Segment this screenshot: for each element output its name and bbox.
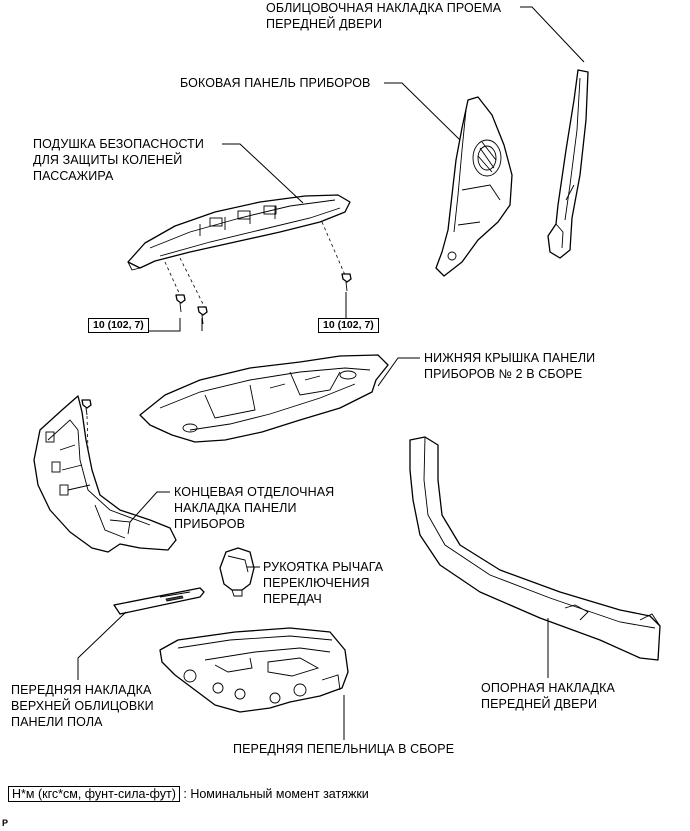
label-line: ПЕРЕДАЧ [263, 592, 322, 606]
label-door-opening-trim: ОБЛИЦОВОЧНАЯ НАКЛАДКА ПРОЕМА ПЕРЕДНЕЙ ДВ… [266, 0, 501, 32]
airbag-bolts [164, 221, 352, 325]
shift-knob-part [219, 547, 255, 597]
torque-legend: Н*м (кгс*см, фунт-сила-фут) : Номинальны… [8, 786, 369, 802]
label-ashtray-assembly: ПЕРЕДНЯЯ ПЕПЕЛЬНИЦА В СБОРЕ [233, 741, 454, 757]
torque-spec-left: 10 (102, 7) [88, 318, 149, 333]
label-lower-cover-no2: НИЖНЯЯ КРЫШКА ПАНЕЛИ ПРИБОРОВ № 2 В СБОР… [424, 350, 595, 382]
lower-cover-no2-part [139, 354, 389, 443]
label-knee-airbag: ПОДУШКА БЕЗОПАСНОСТИ ДЛЯ ЗАЩИТЫ КОЛЕНЕЙ … [33, 136, 204, 184]
label-line: ВЕРХНЕЙ ОБЛИЦОВКИ [11, 699, 154, 713]
footer-code: P [2, 818, 9, 828]
end-trim-clip [81, 399, 92, 451]
ashtray-assembly-part [159, 627, 349, 713]
label-line: НИЖНЯЯ КРЫШКА ПАНЕЛИ [424, 351, 596, 365]
torque-spec-right: 10 (102, 7) [318, 318, 379, 333]
label-line: ПАССАЖИРА [33, 169, 114, 183]
label-front-floor-trim: ПЕРЕДНЯЯ НАКЛАДКА ВЕРХНЕЙ ОБЛИЦОВКИ ПАНЕ… [11, 682, 154, 730]
label-line: ПЕРЕДНЯЯ ПЕПЕЛЬНИЦА В СБОРЕ [233, 742, 455, 756]
label-end-trim-panel: КОНЦЕВАЯ ОТДЕЛОЧНАЯ НАКЛАДКА ПАНЕЛИ ПРИБ… [174, 484, 334, 532]
label-line: ОБЛИЦОВОЧНАЯ НАКЛАДКА ПРОЕМА [266, 1, 502, 15]
label-line: ПЕРЕДНЯЯ НАКЛАДКА [11, 683, 152, 697]
label-line: ПЕРЕДНЕЙ ДВЕРИ [266, 17, 383, 31]
label-door-scuff-plate: ОПОРНАЯ НАКЛАДКА ПЕРЕДНЕЙ ДВЕРИ [481, 680, 615, 712]
instrument-side-panel-part [435, 96, 513, 277]
label-instrument-side-panel: БОКОВАЯ ПАНЕЛЬ ПРИБОРОВ [180, 75, 371, 91]
label-line: ПРИБОРОВ № 2 В СБОРЕ [424, 367, 583, 381]
label-line: ПРИБОРОВ [174, 517, 246, 531]
label-line: КОНЦЕВАЯ ОТДЕЛОЧНАЯ [174, 485, 335, 499]
label-line: ОПОРНАЯ НАКЛАДКА [481, 681, 615, 695]
label-shift-knob: РУКОЯТКА РЫЧАГА ПЕРЕКЛЮЧЕНИЯ ПЕРЕДАЧ [263, 559, 383, 607]
label-line: ПЕРЕКЛЮЧЕНИЯ [263, 576, 370, 590]
end-trim-panel-part [33, 395, 177, 553]
label-line: БОКОВАЯ ПАНЕЛЬ ПРИБОРОВ [180, 76, 371, 90]
label-line: ПЕРЕДНЕЙ ДВЕРИ [481, 697, 598, 711]
legend-unit-box: Н*м (кгс*см, фунт-сила-фут) [8, 786, 180, 802]
leader-lines [77, 6, 585, 740]
legend-description: : Номинальный момент затяжки [183, 787, 369, 801]
knee-airbag-part [127, 194, 351, 271]
door-opening-trim-part [547, 69, 589, 259]
front-floor-trim-part [113, 587, 205, 615]
door-scuff-plate-part [409, 436, 661, 661]
label-line: ПАНЕЛИ ПОЛА [11, 715, 103, 729]
label-line: РУКОЯТКА РЫЧАГА [263, 560, 384, 574]
label-line: ДЛЯ ЗАЩИТЫ КОЛЕНЕЙ [33, 153, 183, 167]
label-line: НАКЛАДКА ПАНЕЛИ [174, 501, 297, 515]
label-line: ПОДУШКА БЕЗОПАСНОСТИ [33, 137, 204, 151]
